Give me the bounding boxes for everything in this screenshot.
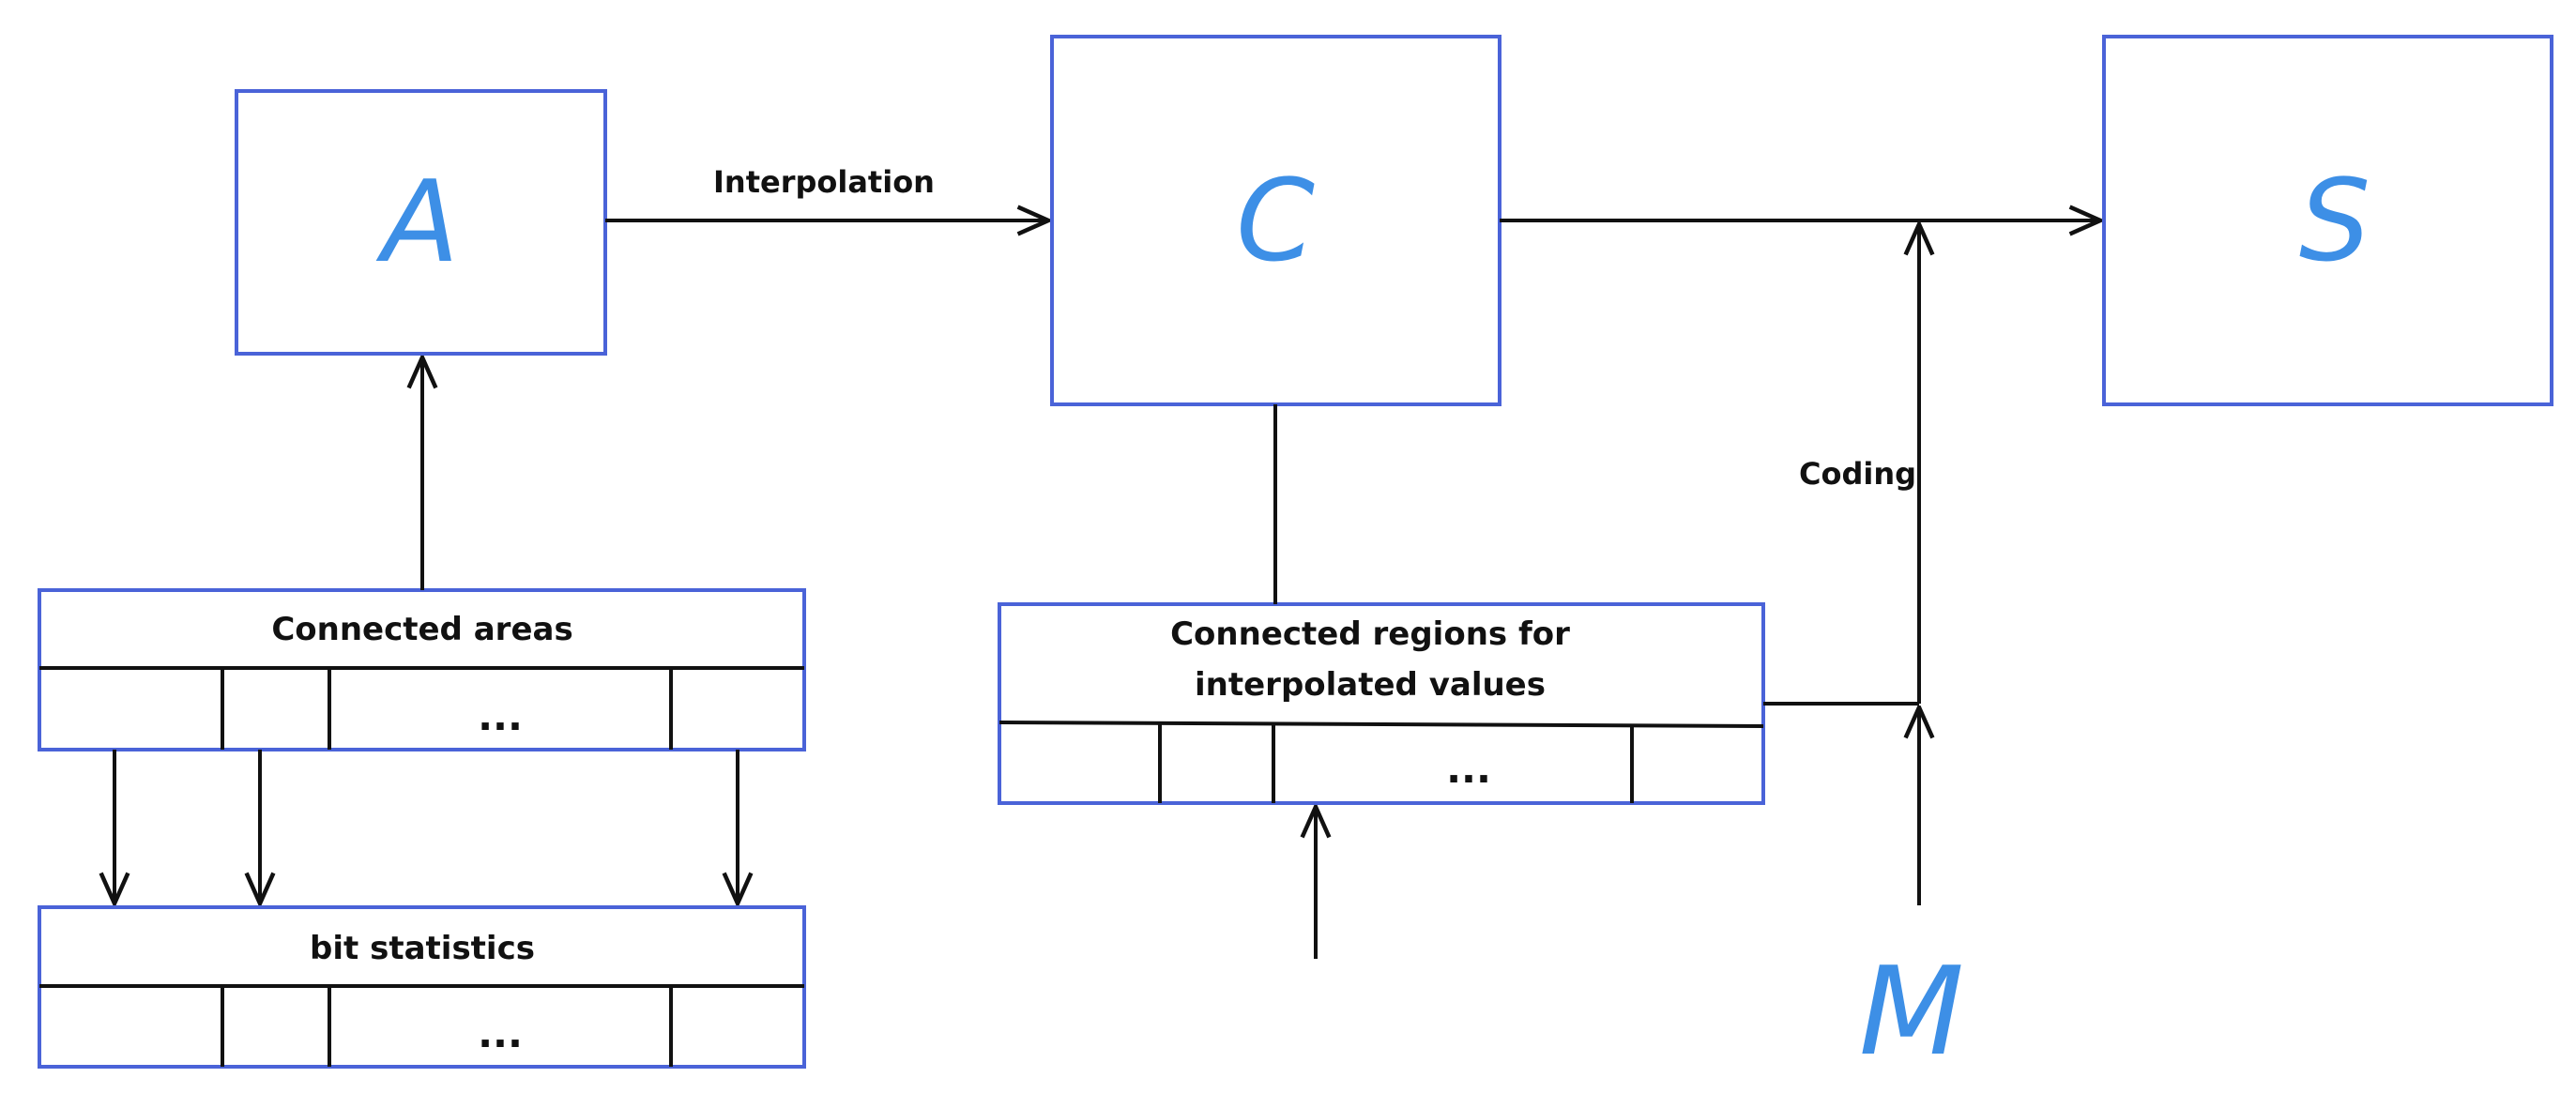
- table-connected-areas-ellipsis: ...: [478, 693, 523, 739]
- table-connected-regions-title-line1: Connected regions for: [1170, 615, 1570, 653]
- node-c-label: C: [1236, 157, 1315, 287]
- node-a: A: [235, 89, 607, 356]
- table-connected-regions-ellipsis: ...: [1446, 746, 1491, 792]
- table-connected-regions-title-line2: interpolated values: [1195, 666, 1546, 704]
- table-connected-regions: Connected regions for interpolated value…: [998, 602, 1765, 805]
- edge-coding-label: Coding: [1799, 456, 1916, 492]
- node-s-label: S: [2299, 157, 2370, 287]
- node-c-box: [1050, 35, 1501, 406]
- edge-interpolation-label: Interpolation: [713, 164, 935, 200]
- table-bit-statistics-title: bit statistics: [310, 930, 535, 967]
- node-a-box: [235, 89, 607, 356]
- table-connected-regions-divider: [998, 721, 1764, 728]
- node-m-label: M: [1859, 940, 1964, 1083]
- table-bit-statistics-ellipsis: ...: [478, 1010, 523, 1056]
- table-bit-statistics: bit statistics ...: [38, 905, 806, 1069]
- table-connected-areas-title: Connected areas: [271, 611, 572, 648]
- node-a-label: A: [375, 158, 459, 288]
- node-c: C: [1050, 35, 1501, 406]
- node-s-box: [2102, 35, 2553, 406]
- table-connected-regions-frame: [998, 602, 1765, 805]
- table-connected-areas: Connected areas ...: [38, 588, 806, 751]
- node-s: S: [2102, 35, 2553, 406]
